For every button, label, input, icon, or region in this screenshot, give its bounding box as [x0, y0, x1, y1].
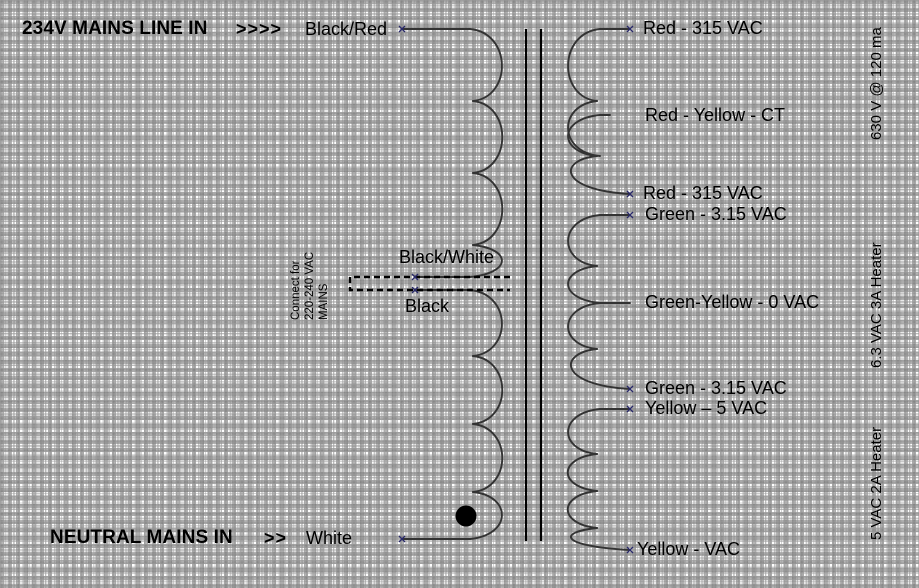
secondary-label-h5-yellow-bottom: Yellow - VAC — [637, 539, 741, 559]
jumper-note-line-1: Connect for — [290, 260, 302, 320]
transformer-core — [524, 29, 543, 541]
hv-ct-join — [597, 101, 610, 115]
terminal-tap-black — [411, 286, 419, 294]
primary-lead-label-blackred: Black/Red — [305, 19, 388, 39]
primary-loop-5 — [469, 289, 503, 357]
jumper-note-line-2: 220-240 VAC — [304, 251, 316, 320]
terminal-h63-bottom — [626, 385, 634, 393]
primary-tap-label-blackwhite: Black/White — [399, 247, 495, 267]
neutral-lead-label-white: White — [306, 528, 353, 548]
primary-loop-6 — [472, 355, 504, 425]
h5-loop-4 — [569, 527, 631, 551]
hv-loop-2 — [567, 100, 601, 157]
secondary-heater63-winding — [567, 214, 631, 390]
jumper-path — [348, 275, 510, 292]
h5-loop-3 — [567, 490, 598, 529]
primary-tap-label-black: Black — [405, 296, 450, 316]
terminal-h5-bottom — [626, 546, 634, 554]
terminal-markers — [398, 25, 634, 554]
h63-loop-1 — [567, 214, 601, 267]
rating-label-heater-63: 6.3 VAC 3A Heater — [868, 242, 885, 368]
primary-loop-4 — [469, 244, 503, 278]
primary-loop-1 — [469, 28, 503, 102]
h5-loop-2 — [567, 453, 598, 492]
primary-loop-7 — [472, 423, 504, 493]
mains-jumper-link[interactable] — [348, 275, 510, 292]
primary-loop-2 — [472, 100, 504, 174]
secondary-hv-winding — [567, 28, 631, 195]
terminal-tap-blackwhite — [411, 273, 419, 281]
secondary-label-h5-yellow-top: Yellow – 5 VAC — [645, 398, 768, 418]
secondary-label-h63-green-bottom: Green - 3.15 VAC — [645, 378, 787, 398]
terminal-hv-bottom — [626, 190, 634, 198]
jumper-note-line-3: MAINS — [318, 283, 330, 320]
neutral-mains-title: NEUTRAL MAINS IN — [50, 527, 233, 548]
hv-loop-3 — [567, 114, 601, 157]
secondary-label-hv-center-tap: Red - Yellow - CT — [645, 105, 786, 125]
terminal-primary-bottom — [398, 535, 406, 543]
secondary-label-h63-green-top: Green - 3.15 VAC — [645, 204, 787, 224]
terminal-primary-top — [398, 25, 406, 33]
primary-winding — [401, 28, 504, 540]
hv-loop-4 — [570, 155, 631, 195]
primary-mains-title: 234V MAINS LINE IN — [22, 18, 208, 39]
terminal-h63-top — [626, 211, 634, 219]
hv-loop-1 — [567, 28, 601, 102]
h63-loop-4 — [570, 348, 631, 390]
h5-loop-1 — [567, 408, 601, 455]
neutral-mains-arrow: >> — [264, 528, 288, 548]
polarity-dot — [455, 505, 477, 527]
primary-loop-8 — [469, 491, 503, 540]
terminal-hv-top — [626, 25, 634, 33]
primary-mains-arrow: >>>> — [236, 19, 283, 39]
secondary-label-hv-red-top: Red - 315 VAC — [643, 18, 763, 38]
rating-label-heater-5: 5 VAC 2A Heater — [868, 426, 885, 540]
h63-loop-2 — [567, 265, 601, 304]
secondary-label-hv-red-bottom: Red - 315 VAC — [643, 183, 763, 203]
secondary-label-h63-center-tap: Green-Yellow - 0 VAC — [645, 292, 820, 312]
primary-loop-3 — [472, 172, 504, 246]
terminal-h5-top — [626, 405, 634, 413]
h63-loop-3 — [567, 302, 601, 350]
rating-label-hv: 630 V @ 120 ma — [868, 27, 885, 140]
secondary-heater5-winding — [567, 408, 631, 551]
